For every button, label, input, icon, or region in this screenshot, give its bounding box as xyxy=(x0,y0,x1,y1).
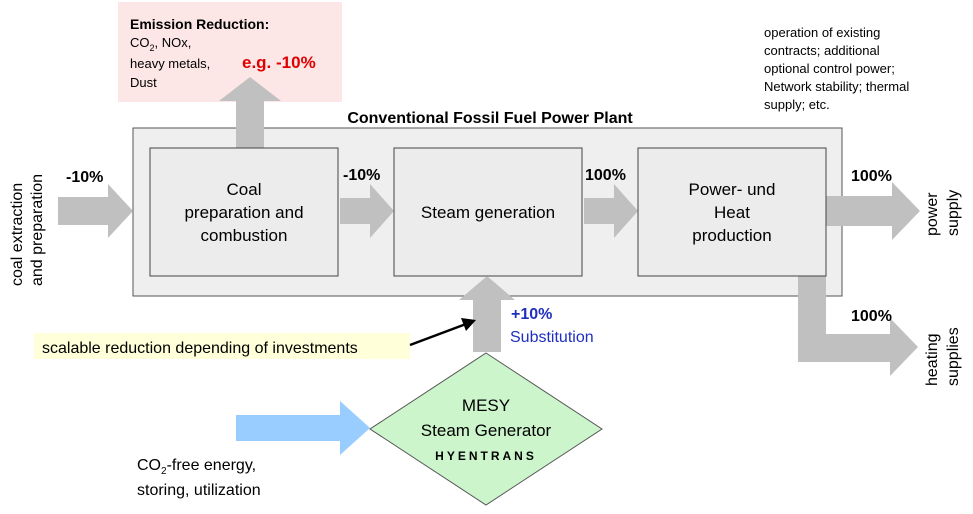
co2-free-line-2: storing, utilization xyxy=(137,482,261,499)
ops-note-line-2: contracts; additional xyxy=(764,43,880,58)
power-supply-line-2: supply xyxy=(945,190,962,236)
pct-power-out: 100% xyxy=(851,168,892,185)
steam-to-power-arrow xyxy=(584,184,638,238)
power-heat-box xyxy=(637,147,827,277)
ops-note-line-1: operation of existing xyxy=(764,25,880,40)
mesy-line-1: MESY xyxy=(462,396,510,415)
callout-text: scalable reduction depending of investme… xyxy=(42,340,358,357)
emission-highlight: e.g. -10% xyxy=(242,53,316,72)
ops-note-line-5: supply; etc. xyxy=(764,97,830,112)
pct-input: -10% xyxy=(66,169,103,186)
substitution-percent: +10% xyxy=(511,306,552,323)
power-supply-line-1: power xyxy=(924,192,941,236)
co2-free-energy-arrow xyxy=(236,401,370,455)
co2-free-line-1: CO2-free energy, xyxy=(137,457,256,477)
pct-coal-to-steam: -10% xyxy=(343,167,380,184)
emission-line-metals: heavy metals, xyxy=(130,56,210,71)
plant-title: Conventional Fossil Fuel Power Plant xyxy=(347,110,633,127)
steam-box-label: Steam generation xyxy=(421,203,555,222)
emission-line-dust: Dust xyxy=(130,75,157,90)
coal-box-line-1: Coal xyxy=(227,180,262,199)
power-box-line-2: Heat xyxy=(714,203,750,222)
power-box-line-3: production xyxy=(692,226,771,245)
callout-pointer-head xyxy=(461,318,476,331)
power-box-line-1: Power- und xyxy=(689,180,776,199)
mesy-line-2: Steam Generator xyxy=(421,421,552,440)
heat-output-arrow xyxy=(798,276,918,376)
callout-box xyxy=(34,333,410,359)
mesy-diamond xyxy=(369,352,603,506)
emission-reduction-box xyxy=(118,2,342,102)
emission-heading: Emission Reduction: xyxy=(130,16,269,32)
heating-supplies-line-2: supplies xyxy=(945,327,962,386)
callout-pointer xyxy=(409,322,467,347)
pct-heat-out: 100% xyxy=(851,308,892,325)
ops-note-line-3: optional control power; xyxy=(764,61,895,76)
substitution-label: Substitution xyxy=(510,329,594,346)
ops-note-line-4: Network stability; thermal xyxy=(764,79,909,94)
left-label-line-2: and preparation xyxy=(29,174,46,286)
left-label-line-1: coal extraction xyxy=(9,183,26,286)
coal-preparation-box xyxy=(149,147,339,277)
power-output-arrow xyxy=(826,182,920,240)
input-arrow xyxy=(58,184,133,238)
emission-line-co2: CO2, NOx, xyxy=(130,35,191,53)
emission-up-arrow xyxy=(219,77,281,148)
substitution-up-arrow xyxy=(459,276,515,352)
heating-supplies-line-1: heating xyxy=(924,334,941,387)
coal-box-line-2: preparation and xyxy=(184,203,303,222)
coal-to-steam-arrow xyxy=(340,184,394,238)
coal-box-line-3: combustion xyxy=(201,226,288,245)
steam-generation-box xyxy=(393,147,583,277)
mesy-brand: HYENTRANS xyxy=(435,449,537,463)
pct-steam-to-power: 100% xyxy=(585,167,626,184)
